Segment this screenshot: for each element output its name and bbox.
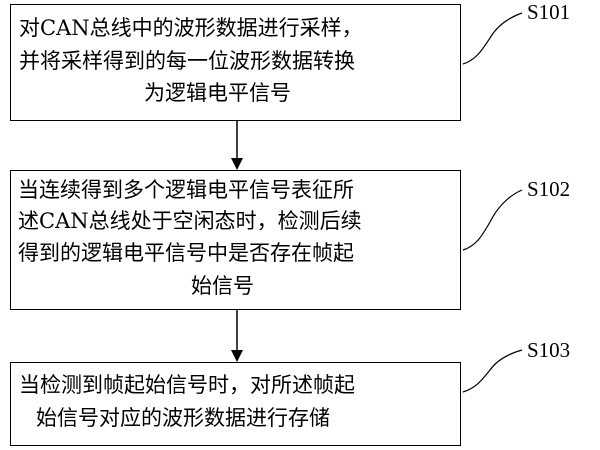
- leader-s101: [462, 12, 523, 65]
- step-s102-line-4: 始信号: [191, 274, 254, 298]
- leader-s103: [462, 349, 523, 393]
- leader-s102: [462, 189, 523, 251]
- step-box-s103: 当检测到帧起始信号时，对所述帧起 始信号对应的波形数据进行存储: [10, 362, 461, 446]
- step-box-s102: 当连续得到多个逻辑电平信号表征所 述CAN总线处于空闲态时，检测后续 得到的逻辑…: [10, 170, 461, 310]
- step-label-s103: S103: [527, 338, 571, 362]
- step-label-s102: S102: [527, 177, 571, 201]
- step-s101-line-3: 为逻辑电平信号: [144, 81, 291, 105]
- step-s102-line-1: 当连续得到多个逻辑电平信号表征所: [18, 178, 354, 202]
- step-box-s101: 对CAN总线中的波形数据进行采样， 并将采样得到的每一位波形数据转换 为逻辑电平…: [10, 4, 461, 121]
- step-s102-line-3: 得到的逻辑电平信号中是否存在帧起: [18, 241, 354, 265]
- step-s103-line-1: 当检测到帧起始信号时，对所述帧起: [19, 373, 355, 397]
- step-s101-line-1: 对CAN总线中的波形数据进行采样，: [19, 16, 363, 40]
- step-s103-line-2: 始信号对应的波形数据进行存储: [36, 406, 330, 430]
- step-s102-line-2: 述CAN总线处于空闲态时，检测后续: [18, 209, 362, 233]
- arrow-1-2-head: [231, 158, 243, 170]
- arrow-2-3-head: [231, 350, 243, 362]
- step-s101-line-2: 并将采样得到的每一位波形数据转换: [19, 49, 355, 73]
- step-label-s101: S101: [527, 0, 571, 24]
